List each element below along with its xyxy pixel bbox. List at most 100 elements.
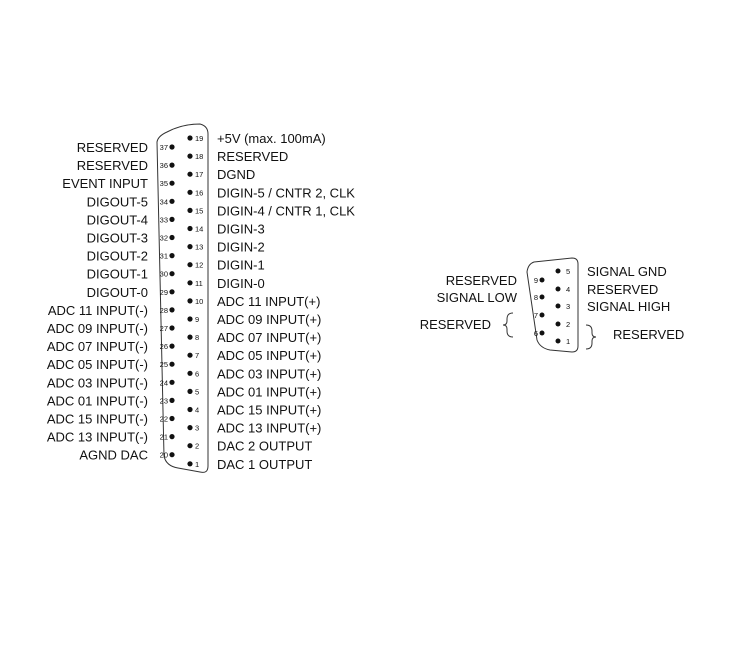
pin-dot	[187, 207, 193, 213]
pin-label: ADC 13 INPUT(+)	[217, 421, 321, 436]
pin-number: 28	[160, 306, 168, 315]
pin-dot	[187, 352, 193, 358]
pin-dot	[169, 415, 175, 422]
pin-label: DIGIN-0	[217, 276, 265, 291]
pin-number: 24	[160, 378, 168, 387]
pin-label: DIGOUT-5	[87, 194, 148, 209]
pin-number: 32	[160, 234, 168, 243]
pin-number: 7	[534, 311, 538, 320]
db37-shell	[156, 123, 209, 473]
pin-label: RESERVED	[587, 282, 658, 297]
pin-label: DIGOUT-4	[87, 212, 148, 227]
pin-number: 14	[195, 225, 203, 234]
pin-number: 25	[160, 360, 168, 369]
pin-number: 8	[195, 333, 199, 342]
pin-dot	[169, 379, 175, 385]
pin-number: 30	[160, 270, 168, 279]
pin-dot	[169, 253, 175, 259]
pin-number: 18	[195, 152, 203, 161]
pin-number: 9	[195, 315, 199, 324]
pin-dot	[555, 303, 561, 309]
pin-dot	[187, 316, 193, 322]
pin-dot	[169, 325, 175, 331]
pin-dot	[555, 268, 561, 274]
pin-label: ADC 03 INPUT(-)	[47, 375, 148, 390]
pin-number: 33	[160, 215, 168, 224]
pin-dot	[187, 135, 193, 141]
pin-number: 27	[160, 324, 168, 333]
pin-label: RESERVED	[446, 273, 517, 288]
pin-label: SIGNAL LOW	[437, 290, 518, 305]
pin-dot	[555, 321, 561, 327]
pin-number: 6	[195, 369, 199, 378]
pin-number: 29	[160, 288, 168, 297]
pin-label: ADC 07 INPUT(+)	[217, 330, 321, 345]
pin-dot	[169, 307, 175, 313]
pin-label: RESERVED	[77, 140, 148, 155]
pin-number: 11	[195, 279, 203, 288]
pin-number: 34	[160, 197, 168, 206]
pin-number: 16	[195, 188, 203, 197]
pin-number: 22	[160, 415, 168, 424]
pin-label: ADC 03 INPUT(+)	[217, 366, 321, 381]
pin-label: DIGIN-4 / CNTR 1, CLK	[217, 203, 355, 218]
pin-dot	[187, 298, 193, 304]
pin-dot	[187, 262, 193, 268]
pin-number: 8	[534, 293, 538, 302]
pin-dot	[169, 289, 175, 295]
pin-label: DAC 2 OUTPUT	[217, 439, 312, 454]
pin-dot	[187, 244, 193, 250]
brace-left-label: RESERVED	[420, 317, 491, 332]
pin-dot	[187, 280, 193, 286]
pin-dot	[169, 343, 175, 349]
pin-dot	[187, 388, 193, 394]
left-brace	[502, 312, 514, 338]
pin-number: 2	[195, 442, 199, 451]
pin-label: ADC 09 INPUT(+)	[217, 312, 321, 327]
pin-dot	[539, 294, 545, 300]
brace-right-label: RESERVED	[613, 327, 684, 342]
pin-label: RESERVED	[217, 149, 288, 164]
pin-number: 31	[160, 252, 168, 261]
pin-label: ADC 01 INPUT(-)	[47, 393, 148, 408]
pin-number: 13	[195, 243, 203, 252]
pin-dot	[169, 180, 175, 186]
pin-number: 26	[160, 342, 168, 351]
pin-number: 37	[160, 143, 168, 152]
pin-dot	[187, 334, 193, 340]
pin-dot	[169, 234, 175, 241]
pin-dot	[187, 171, 193, 177]
pin-number: 20	[160, 451, 168, 460]
pin-label: ADC 05 INPUT(-)	[47, 357, 148, 372]
pin-label: RESERVED	[77, 158, 148, 173]
pin-dot	[169, 361, 175, 367]
pin-number: 19	[195, 134, 203, 143]
pin-label: SIGNAL HIGH	[587, 299, 670, 314]
pin-label: ADC 15 INPUT(+)	[217, 403, 321, 418]
pin-dot	[539, 312, 545, 318]
pin-number: 21	[160, 433, 168, 442]
pin-label: ADC 15 INPUT(-)	[47, 412, 148, 427]
pin-label: ADC 05 INPUT(+)	[217, 348, 321, 363]
pin-label: SIGNAL GND	[587, 264, 667, 279]
pin-number: 35	[160, 179, 168, 188]
pin-number: 6	[534, 329, 538, 338]
pin-number: 5	[195, 387, 199, 396]
pin-dot	[187, 406, 193, 413]
pin-number: 10	[195, 297, 203, 306]
pin-number: 15	[195, 206, 203, 215]
pin-label: DIGIN-2	[217, 240, 265, 255]
pin-number: 5	[566, 267, 570, 276]
pin-number: 4	[566, 285, 570, 294]
pin-label: +5V (max. 100mA)	[217, 131, 326, 146]
pin-label: DIGIN-5 / CNTR 2, CLK	[217, 185, 355, 200]
pin-dot	[539, 330, 545, 336]
pin-number: 2	[566, 320, 570, 329]
